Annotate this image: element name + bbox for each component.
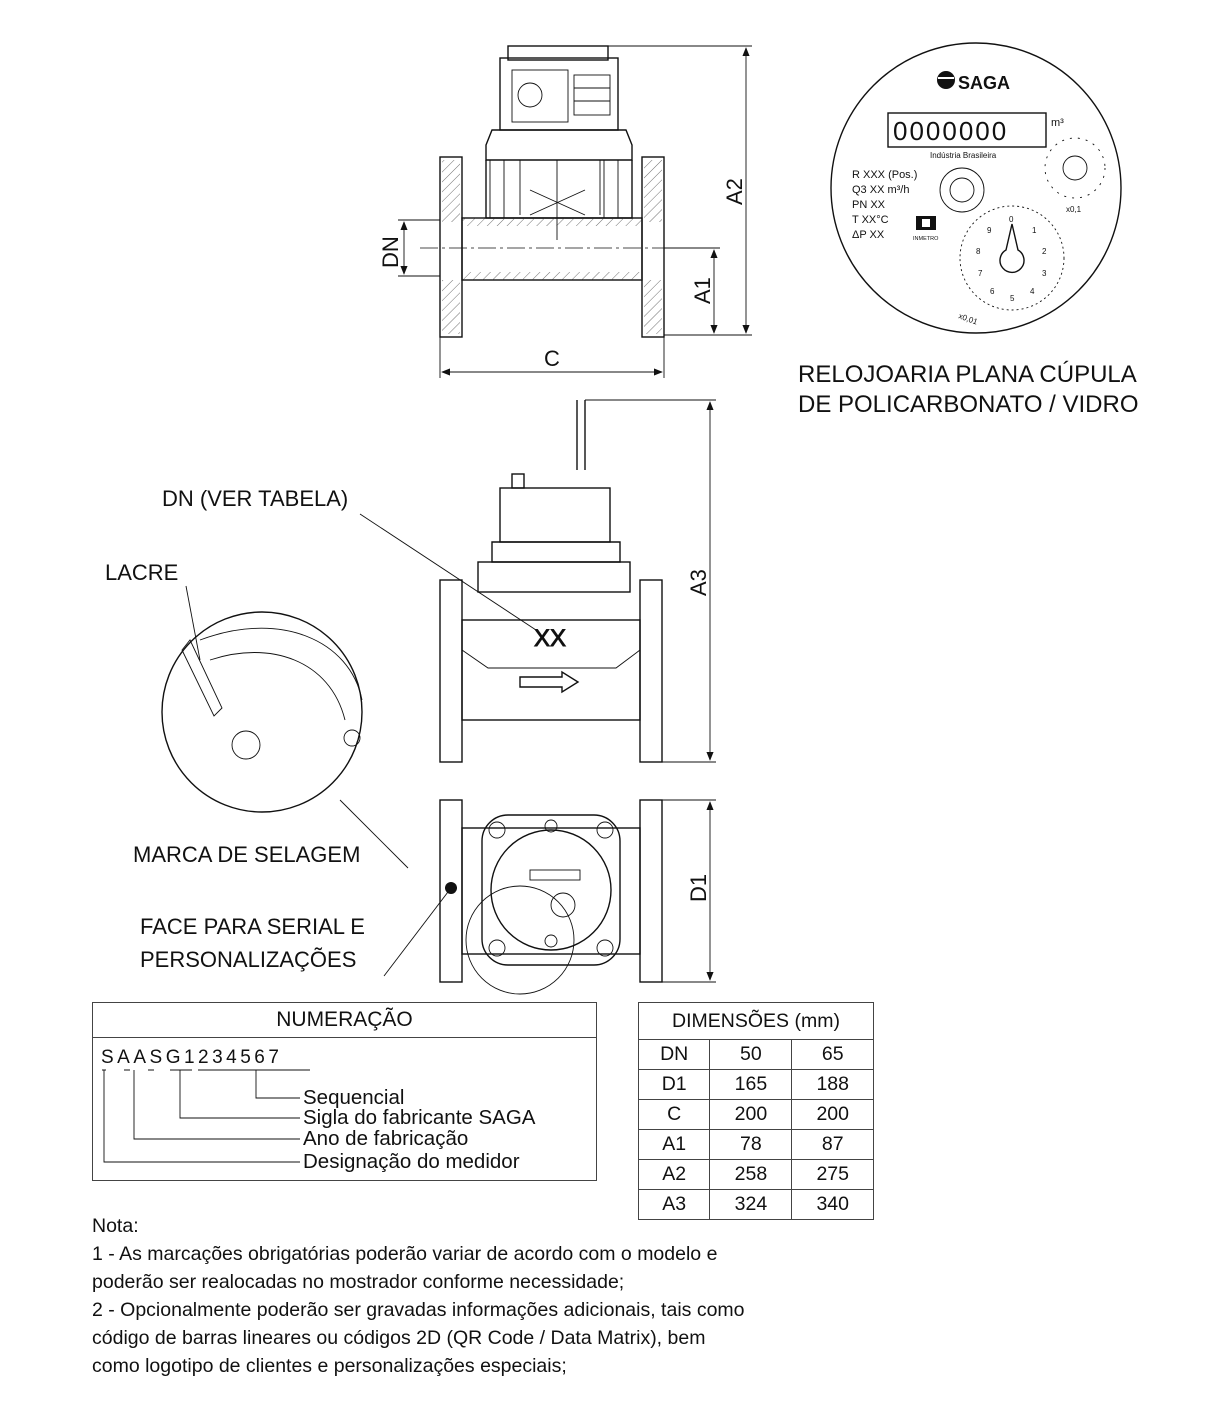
table-cell: D1: [639, 1069, 710, 1100]
c-dimension-label: C: [544, 346, 560, 371]
small-dial: x0,1: [1044, 137, 1106, 214]
flow-direction-arrow-icon: [519, 670, 580, 694]
dial-unit: m³: [1051, 117, 1064, 129]
table-cell: 200: [709, 1099, 792, 1130]
legend-designacao: Designação do medidor: [303, 1150, 520, 1173]
table-row: A3 324 340: [639, 1189, 873, 1219]
detail-circle: [161, 611, 363, 813]
dial-industry: Indústria Brasileira: [930, 151, 997, 160]
legend-sigla-fabricante: Sigla do fabricante SAGA: [303, 1106, 536, 1129]
star-wheel-icon: [939, 167, 985, 213]
a2-dimension-label: A2: [722, 178, 747, 205]
dial-counter: 0000000: [893, 116, 1008, 146]
dial-face: SAGA 0000000 m³ Indústria Brasileira R X…: [830, 42, 1122, 334]
numbering-table: NUMERAÇÃO SAASG1234567 Sequencial Sigla …: [92, 1002, 597, 1181]
table-cell: 340: [791, 1189, 873, 1219]
note-line: código de barras lineares ou códigos 2D …: [92, 1327, 706, 1349]
dial-caption: RELOJOARIA PLANA CÚPULA DE POLICARBONATO…: [798, 360, 1139, 420]
dial-digit-5: 5: [1010, 294, 1015, 303]
note-line: 2 - Opcionalmente poderão ser gravadas i…: [92, 1299, 745, 1321]
inmetro-logo-icon: INMETRO: [913, 216, 939, 242]
d1-dimension-label: D1: [686, 874, 711, 902]
dn-dimension-label: DN: [378, 236, 403, 268]
dial-caption-line1: RELOJOARIA PLANA CÚPULA: [798, 361, 1137, 388]
dial-digit-8: 8: [976, 247, 981, 256]
side-view: XX A3: [161, 399, 716, 869]
dial-brand: SAGA: [958, 73, 1010, 93]
dial-digit-4: 4: [1030, 287, 1035, 296]
dial-line-q3: Q3 XX m³/h: [852, 184, 909, 196]
note-title: Nota:: [92, 1215, 139, 1237]
note-line: como logotipo de clientes e personalizaç…: [92, 1355, 567, 1377]
dimensions-title: DIMENSÕES (mm): [639, 1003, 873, 1040]
table-cell: C: [639, 1099, 710, 1130]
table-cell: A3: [639, 1189, 710, 1219]
small-dial-multiplier: x0,1: [1066, 205, 1082, 214]
section-view: DN A1 A2 C: [378, 45, 752, 378]
table-row: C 200 200: [639, 1099, 873, 1130]
dimensions-table: DIMENSÕES (mm) DN 50 65 D1 165 188 C 200…: [638, 1002, 874, 1220]
dial-digit-3: 3: [1042, 269, 1047, 278]
note-line: 1 - As marcações obrigatórias poderão va…: [92, 1243, 718, 1265]
table-cell: 275: [791, 1159, 873, 1190]
table-cell: 200: [791, 1099, 873, 1130]
body-mark: XX: [534, 625, 566, 652]
table-cell: 50: [709, 1039, 792, 1070]
numbering-title: NUMERAÇÃO: [93, 1003, 596, 1038]
callout-marca-selagem: MARCA DE SELAGEM: [133, 842, 360, 867]
callout-dn-table: DN (VER TABELA): [162, 486, 348, 511]
table-cell: 78: [709, 1129, 792, 1160]
callout-face-serial-1: FACE PARA SERIAL E: [140, 914, 365, 939]
legend-sequencial: Sequencial: [303, 1086, 405, 1109]
large-dial: 0 1 2 3 4 5 6 7 8 9 x0,01: [957, 205, 1065, 327]
legend-ano-fabricacao: Ano de fabricação: [303, 1127, 469, 1150]
dial-digit-9: 9: [987, 226, 992, 235]
dial-digit-0: 0: [1009, 215, 1014, 224]
a1-dimension-label: A1: [690, 277, 715, 304]
dial-caption-line2: DE POLICARBONATO / VIDRO: [798, 391, 1139, 418]
bottom-view: D1: [383, 799, 716, 995]
dial-line-t: T XX°C: [852, 214, 889, 226]
dial-line-r: R XXX (Pos.): [852, 169, 917, 181]
inmetro-text: INMETRO: [913, 236, 939, 242]
dial-digit-2: 2: [1042, 247, 1047, 256]
table-cell: 188: [791, 1069, 873, 1100]
dial-digit-7: 7: [978, 269, 983, 278]
table-cell: 258: [709, 1159, 792, 1190]
note-line: poderão ser realocadas no mostrador conf…: [92, 1271, 625, 1293]
callout-face-serial-2: PERSONALIZAÇÕES: [140, 947, 356, 972]
dial-mark-lines: R XXX (Pos.) Q3 XX m³/h PN XX T XX°C ΔP …: [852, 169, 917, 241]
callout-lacre: LACRE: [105, 560, 178, 585]
numbering-leaders: [102, 1069, 310, 1163]
dial-line-pn: PN XX: [852, 199, 886, 211]
table-cell: 165: [709, 1069, 792, 1100]
table-row: A2 258 275: [639, 1159, 873, 1190]
table-row: A1 78 87: [639, 1129, 873, 1160]
a3-dimension-label: A3: [686, 569, 711, 596]
saga-logo: SAGA: [937, 71, 1010, 93]
table-cell: 324: [709, 1189, 792, 1219]
table-cell: A1: [639, 1129, 710, 1160]
table-row: DN 50 65: [639, 1039, 873, 1070]
table-cell: DN: [660, 1043, 689, 1065]
table-cell: 65: [791, 1039, 873, 1070]
dial-digit-1: 1: [1032, 226, 1037, 235]
numbering-code: SAASG1234567: [101, 1047, 283, 1068]
table-cell: 87: [791, 1129, 873, 1160]
dial-line-dp: ΔP XX: [852, 229, 885, 241]
notes: Nota: 1 - As marcações obrigatórias pode…: [92, 1212, 992, 1380]
dial-digit-6: 6: [990, 287, 995, 296]
table-cell: A2: [639, 1159, 710, 1190]
table-row: D1 165 188: [639, 1069, 873, 1100]
large-dial-multiplier: x0,01: [957, 311, 979, 326]
